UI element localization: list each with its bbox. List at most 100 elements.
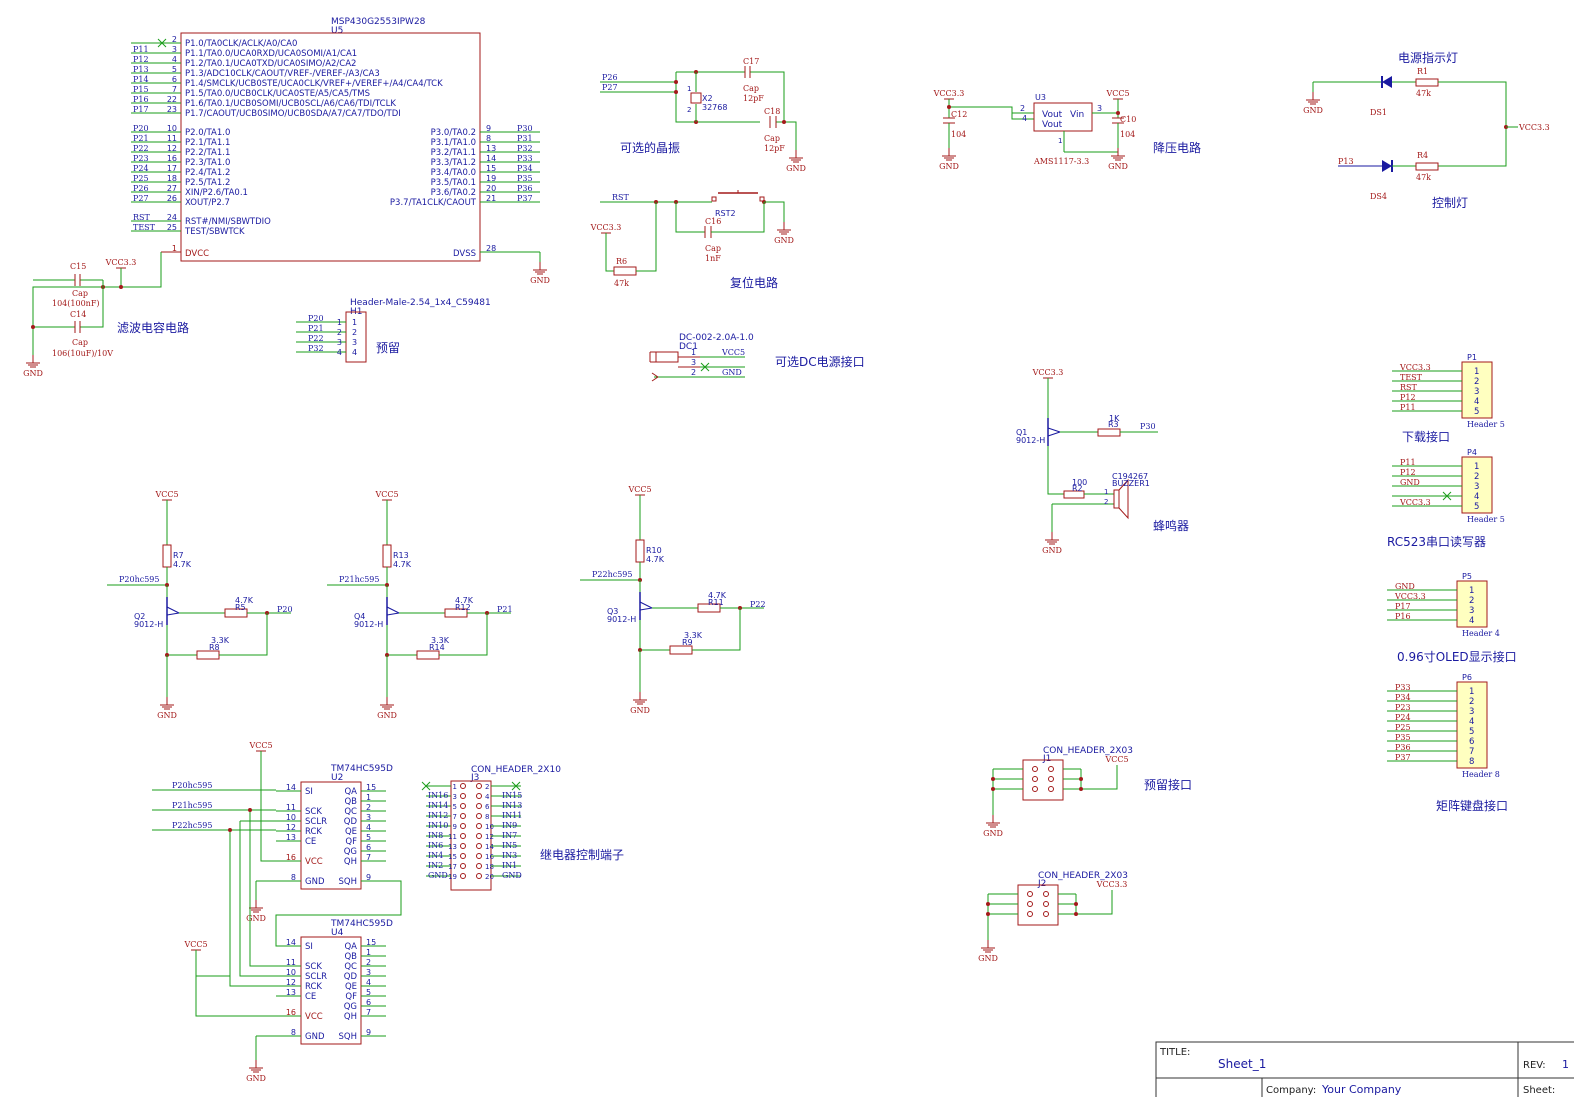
crystal-ref: X2 [702, 94, 713, 103]
pin-num: 1 [453, 783, 457, 791]
sr-ref: U4 [331, 928, 344, 938]
pin-pad [460, 833, 466, 839]
resistor-value: 47k [1416, 89, 1431, 98]
wire [692, 608, 741, 651]
resistor-value: 47k [614, 279, 629, 288]
pin-num: 11 [167, 134, 177, 143]
power-label: VCC3.3 [590, 223, 622, 232]
net-label: GND [502, 871, 522, 880]
sr-part: TM74HC595D [330, 919, 393, 929]
pin-num: 2 [1469, 596, 1474, 606]
pin-name: QA [344, 787, 357, 797]
net-label: RST [133, 213, 151, 222]
net-label: P20hc595 [172, 781, 212, 790]
pin-num: 2 [1469, 697, 1474, 707]
pin-name: QA [344, 942, 357, 952]
net-label: P36 [517, 184, 533, 193]
pin-num: 13 [486, 144, 496, 153]
net-label: P35 [1395, 733, 1411, 742]
pin-name: QD [344, 817, 358, 827]
gnd-label: GND [978, 954, 998, 963]
pin-num: 2 [1474, 472, 1479, 482]
cap-ref: C10 [1120, 115, 1136, 124]
pin-num: 1 [1469, 687, 1474, 697]
junction-dot [986, 902, 990, 906]
resistor-ref: R2 [1072, 484, 1083, 493]
cap-ref: C14 [70, 310, 86, 319]
pin-num: 18 [167, 174, 177, 183]
sr-ref: U2 [331, 773, 343, 783]
pin-num: 9 [366, 873, 371, 882]
header-ref: J3 [470, 773, 479, 783]
net-label: P20 [308, 314, 324, 323]
pin-name: CE [305, 992, 316, 1002]
connector-body [1456, 580, 1488, 628]
net-label: IN10 [428, 821, 448, 830]
pin-pad [1032, 766, 1038, 772]
net-label: P24 [1395, 713, 1411, 722]
pin-num: 4 [337, 348, 342, 357]
gnd-label: GND [246, 914, 266, 923]
section-title: 0.96寸OLED显示接口 [1397, 649, 1517, 664]
pin-num: 4 [172, 55, 177, 64]
pin-num: 7 [366, 1008, 371, 1017]
pin-name: P2.3/TA1.0 [185, 158, 230, 168]
resistor-ref: R14 [429, 643, 445, 652]
pin-num: 3 [172, 45, 177, 54]
led-symbol [1382, 76, 1392, 88]
pin-num: 16 [167, 154, 177, 163]
connector-ref: P4 [1467, 448, 1477, 457]
resistor-value: 1K [1109, 414, 1120, 423]
titleblock-label: REV: [1523, 1060, 1546, 1071]
cap-type: Cap [705, 244, 721, 253]
switch-ref: RST2 [715, 209, 736, 218]
cap-ref: C15 [70, 262, 86, 271]
pin-num: 9 [486, 124, 491, 133]
pin-num: 11 [286, 958, 296, 967]
connector-footer: Header 8 [1462, 770, 1500, 779]
pin-name: P3.3/TA1.2 [431, 158, 476, 168]
wire [784, 121, 797, 150]
pin-num: 3 [352, 338, 357, 347]
power-label: VCC5 [154, 490, 178, 499]
pin-num: 4 [366, 978, 371, 987]
pin-num: 2 [687, 106, 691, 114]
net-label: P16 [1395, 612, 1411, 621]
pin-num: 18 [485, 863, 494, 871]
cap-value: 12pF [743, 94, 764, 103]
resistor-value: 4.7K [455, 596, 474, 605]
net-label: VCC3.3 [1399, 498, 1431, 507]
no-connect [157, 38, 167, 48]
pin-num: 11 [448, 833, 457, 841]
pin-pad [476, 803, 482, 809]
pin-name: GND [305, 877, 325, 887]
wire [1081, 765, 1118, 790]
wire [711, 202, 765, 233]
net-label: P30 [1140, 422, 1156, 431]
bjt-leg [386, 606, 400, 614]
section-title: 下载接口 [1402, 429, 1450, 444]
sr-part: TM74HC595D [330, 764, 393, 774]
cap-ref: C16 [705, 217, 721, 226]
section-title: 滤波电容电路 [117, 320, 189, 335]
pin-num: 6 [1469, 737, 1474, 747]
net-label: IN13 [502, 801, 522, 810]
net-label: P21 [497, 605, 513, 614]
pin-name: GND [305, 1032, 325, 1042]
resistor [613, 266, 637, 276]
bjt-leg [639, 601, 653, 609]
pin-name: QE [345, 827, 357, 837]
junction-dot [1116, 111, 1120, 115]
pin-num: 21 [486, 194, 496, 203]
pin-name: P3.5/TA0.1 [431, 178, 476, 188]
pin-name: P2.1/TA1.1 [185, 138, 230, 148]
net-label: P32 [308, 344, 324, 353]
pin-num: 3 [1474, 387, 1479, 397]
pin-num: 2 [691, 368, 696, 377]
pin-name: QF [345, 992, 357, 1002]
net-label: P21hc595 [339, 575, 379, 584]
net-label: P32 [517, 144, 533, 153]
net-label: VCC5 [721, 348, 745, 357]
pin-num: 8 [1469, 757, 1474, 767]
pin-pad [460, 803, 466, 809]
